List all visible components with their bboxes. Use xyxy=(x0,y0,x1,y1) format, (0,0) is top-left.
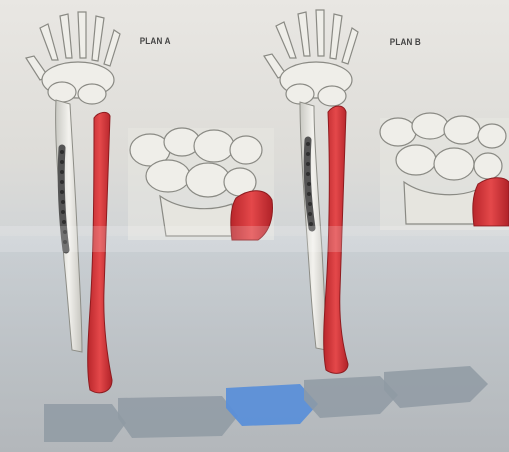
plan-b-label: PLAN B xyxy=(390,37,421,47)
plan-a-carpal-closeup xyxy=(128,128,274,240)
glare-band xyxy=(0,226,509,252)
process-step-2 xyxy=(118,396,238,438)
plan-b-hand xyxy=(264,10,358,106)
process-step-1 xyxy=(44,404,126,442)
plan-a-hand xyxy=(26,12,120,104)
plan-a-label: PLAN A xyxy=(140,36,171,46)
plan-b-carpal-closeup xyxy=(380,113,509,230)
plan-b-radius-head xyxy=(473,178,509,226)
